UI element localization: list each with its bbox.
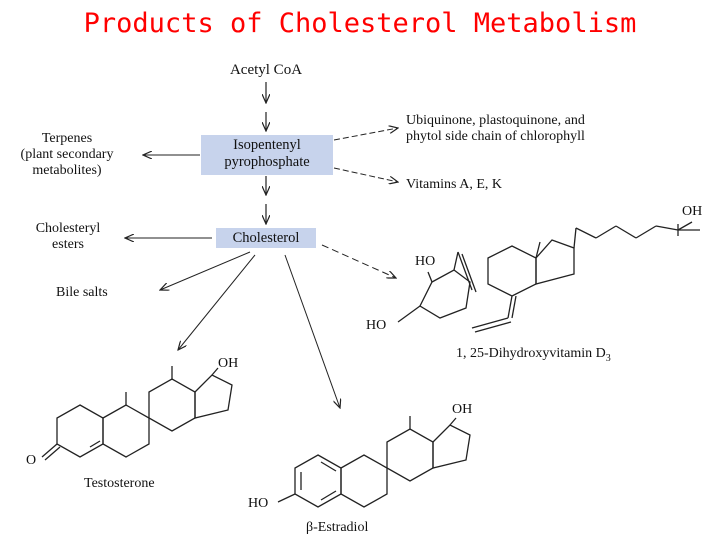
vitamin-d-structure	[397, 221, 700, 333]
vitamin-d-ho-lower: HO	[366, 318, 387, 333]
isopentenyl-pyrophosphate-box: Isopentenyl pyrophosphate	[201, 135, 333, 175]
arrow-to-testosterone	[178, 254, 256, 350]
terpenes-line-1: Terpenes	[41, 131, 93, 146]
cholesterol-box: Cholesterol	[216, 228, 316, 248]
vitamin-d-ho-upper: HO	[415, 254, 436, 269]
page-title: Products of Cholesterol Metabolism	[83, 8, 637, 39]
estradiol-ho: HO	[248, 496, 269, 511]
arrow-to-ubiquinone	[333, 128, 398, 141]
cholesteryl-line-1: Cholesteryl	[35, 221, 101, 236]
bile-salts-label: Bile salts	[56, 285, 108, 300]
ubiquinone-label: Ubiquinone, plastoquinone, and phytol si…	[406, 113, 585, 145]
vitamins-label: Vitamins A, E, K	[406, 177, 502, 192]
testosterone-o: O	[26, 453, 37, 468]
arrow-to-vitamin-d	[321, 244, 396, 278]
arrow-to-bile-salts	[160, 251, 251, 290]
terpenes-line-2: (plant secondary	[20, 147, 114, 162]
terpenes-label: Terpenes (plant secondary metabolites)	[0, 131, 134, 179]
vitamin-d-subscript: 3	[605, 352, 611, 364]
acetyl-coa-label: Acetyl CoA	[229, 62, 303, 78]
isopentenyl-line-1: Isopentenyl	[233, 137, 301, 153]
ubiquinone-line-1: Ubiquinone, plastoquinone, and	[406, 113, 585, 128]
estradiol-name: β-Estradiol	[306, 520, 369, 535]
ubiquinone-line-2: phytol side chain of chlorophyll	[406, 129, 585, 144]
vitamin-d-name: 1, 25-Dihydroxyvitamin D3	[456, 346, 611, 364]
cholesteryl-line-2: esters	[52, 237, 84, 252]
testosterone-oh: OH	[218, 356, 239, 371]
testosterone-structure	[41, 366, 233, 461]
isopentenyl-line-2: pyrophosphate	[224, 154, 310, 170]
arrow-to-vitamins	[333, 167, 398, 182]
vitamin-d-oh: OH	[682, 204, 703, 219]
estradiol-oh: OH	[452, 402, 473, 417]
vitamin-d-name-text: 1, 25-Dihydroxyvitamin D	[456, 346, 606, 361]
terpenes-line-3: metabolites)	[32, 163, 102, 178]
estradiol-structure	[277, 416, 471, 508]
cholesteryl-esters-label: Cholesteryl esters	[14, 221, 122, 253]
testosterone-name: Testosterone	[84, 476, 155, 491]
arrow-to-estradiol	[284, 254, 340, 408]
cholesterol-label: Cholesterol	[232, 230, 300, 246]
